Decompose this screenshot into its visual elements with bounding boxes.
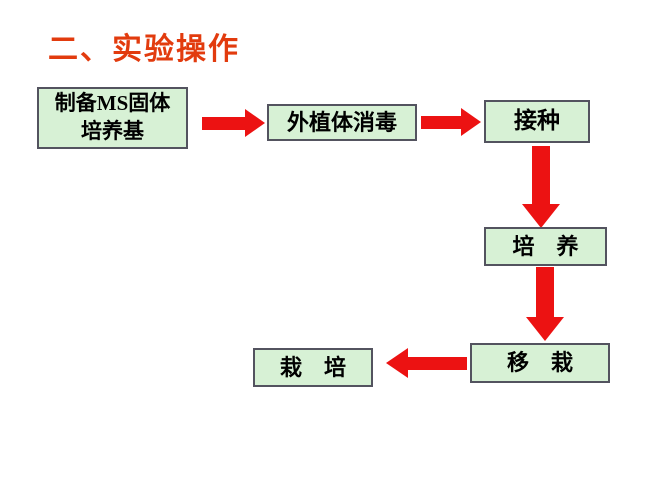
flow-node-prepare-ms-medium: 制备MS固体 培养基 <box>37 87 188 149</box>
page-title: 二、实验操作 <box>48 33 240 66</box>
flow-node-label: 制备MS固体 培养基 <box>54 91 171 143</box>
arrow-shaft <box>532 146 550 204</box>
flow-node-label: 培 养 <box>512 233 579 259</box>
arrow-head <box>461 108 481 136</box>
flow-node-inoculation: 接种 <box>484 100 590 143</box>
arrow-left-icon <box>386 348 467 378</box>
arrow-down-icon <box>526 267 564 341</box>
flow-node-cultivation: 栽 培 <box>253 348 373 387</box>
flow-node-transplant: 移 栽 <box>470 343 610 383</box>
arrow-shaft <box>202 116 245 130</box>
arrow-shaft <box>421 115 461 129</box>
arrow-head <box>526 317 564 341</box>
arrow-right-icon <box>202 109 265 137</box>
flow-node-label: 外植体消毒 <box>286 109 397 135</box>
arrow-shaft <box>408 356 467 370</box>
arrow-down-icon <box>521 146 561 228</box>
arrow-right-icon <box>421 108 481 136</box>
flow-node-culture: 培 养 <box>484 227 607 266</box>
flow-node-label: 接种 <box>514 108 560 134</box>
arrow-head <box>386 348 408 378</box>
arrow-head <box>245 109 265 137</box>
flow-node-label: 栽 培 <box>279 354 346 380</box>
flow-node-explant-disinfection: 外植体消毒 <box>267 104 417 141</box>
arrow-shaft <box>536 267 554 317</box>
arrow-head <box>522 204 560 228</box>
flow-node-label: 移 栽 <box>506 350 573 376</box>
